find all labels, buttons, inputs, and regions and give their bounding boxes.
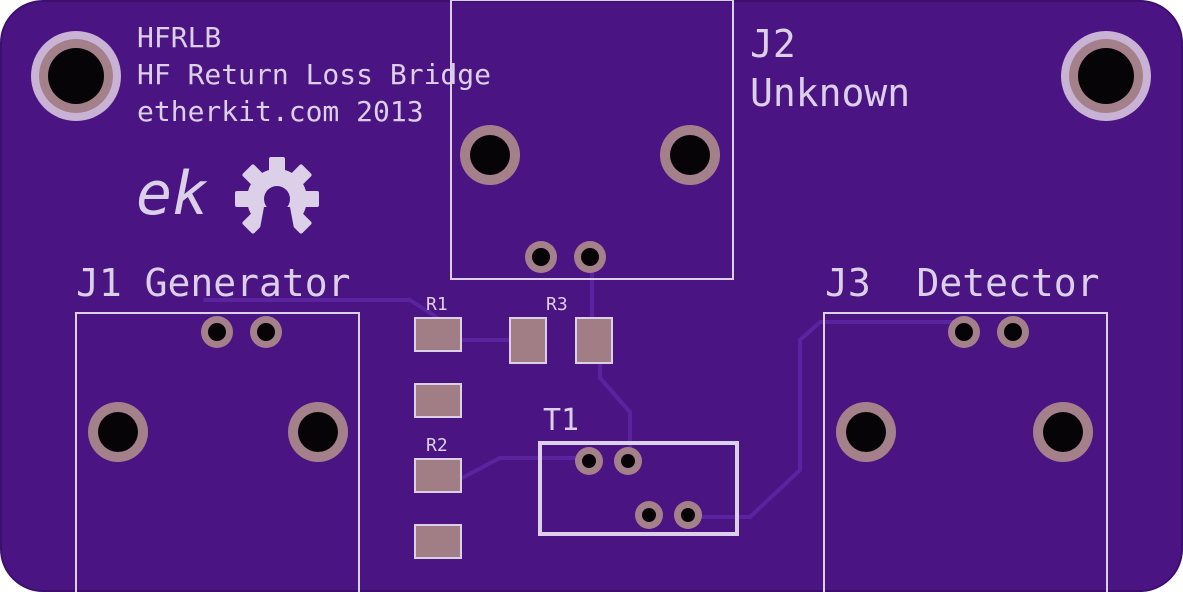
board-credit: etherkit.com 2013: [137, 95, 424, 128]
t1-pin-3-drill: [642, 508, 656, 522]
board-mounting-holes: [31, 31, 1151, 121]
r1-pad-1: [414, 317, 462, 352]
j2-pin-2-drill: [581, 248, 599, 266]
t1-outline: [538, 441, 739, 536]
r2-pad-2: [414, 524, 462, 559]
t1-pin-1-drill: [582, 454, 596, 468]
t1-label: T1: [543, 403, 579, 438]
t1-pin-4-drill: [681, 508, 695, 522]
connector-j3: [823, 312, 1108, 592]
r2-label: R2: [426, 435, 448, 456]
mount-hole-top-left-drill: [48, 48, 104, 104]
j2-mount-drill-right: [670, 135, 710, 175]
connector-j2: [450, 0, 734, 280]
j2-name-label: Unknown: [750, 71, 910, 115]
open-hardware-gear-icon: [235, 157, 319, 239]
transformer-t1: [538, 441, 739, 536]
j1-label: J1 Generator: [76, 261, 351, 305]
j3-outline: [823, 312, 1108, 592]
board-title: HFRLB: [137, 21, 221, 54]
r2-pad-1: [414, 458, 462, 493]
r3-pad-1: [509, 317, 547, 364]
j3-pin-2-drill: [1004, 323, 1022, 341]
j2-outline: [450, 0, 734, 280]
board-subtitle: HF Return Loss Bridge: [137, 58, 491, 91]
j3-mount-drill-left: [846, 412, 886, 452]
j2-pin-1-drill: [532, 248, 550, 266]
trace-r3-t1: [598, 360, 632, 462]
etherkit-logo: ek: [136, 159, 208, 229]
t1-pin-2-drill: [621, 454, 635, 468]
mount-hole-top-right-drill: [1078, 48, 1134, 104]
j1-pin-1-drill: [208, 323, 226, 341]
j1-outline: [75, 312, 360, 592]
r3-label: R3: [546, 294, 568, 315]
j2-ref-label: J2: [750, 22, 796, 66]
trace-t1-j3: [686, 320, 962, 519]
j1-mount-drill-right: [298, 412, 338, 452]
j3-label: J3 Detector: [825, 261, 1100, 305]
j3-mount-drill-right: [1043, 412, 1083, 452]
j1-mount-drill-left: [98, 412, 138, 452]
trace-j1-r1: [203, 298, 440, 320]
connector-j1: [75, 312, 360, 592]
resistor-pads: [414, 317, 613, 559]
j2-mount-drill-left: [470, 135, 510, 175]
silkscreen-text: HFRLB HF Return Loss Bridge etherkit.com…: [76, 21, 1100, 456]
r1-label: R1: [426, 294, 448, 315]
r1-pad-2: [414, 383, 462, 418]
j1-pin-2-drill: [257, 323, 275, 341]
trace-r2-t1: [460, 456, 590, 480]
j3-pin-1-drill: [955, 323, 973, 341]
r3-pad-2: [575, 317, 613, 364]
